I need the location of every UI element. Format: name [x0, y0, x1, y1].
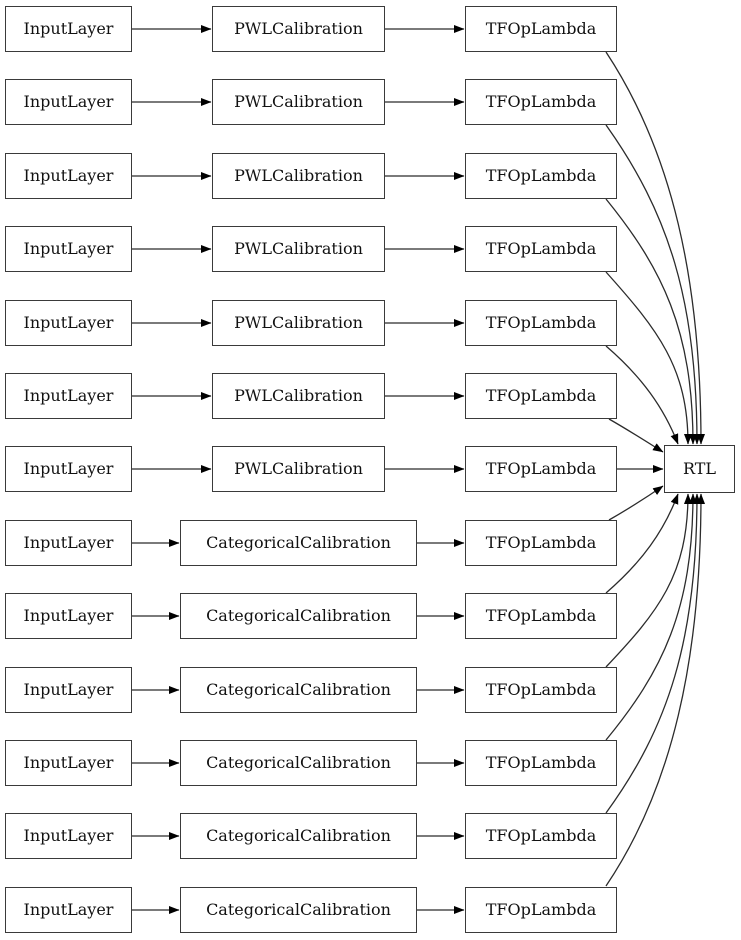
- node-input-layer-9: InputLayer: [5, 667, 132, 713]
- node-input-layer-0: InputLayer: [5, 6, 132, 52]
- node-rtl: RTL: [664, 445, 735, 493]
- node-tfop-lambda-12: TFOpLambda: [465, 887, 617, 933]
- edge-op-to-output-1: [605, 124, 701, 445]
- node-categorical-calibration-12: CategoricalCalibration: [180, 887, 417, 933]
- node-input-layer-12: InputLayer: [5, 887, 132, 933]
- edge-op-to-output-9: [605, 493, 692, 668]
- node-input-layer-3: InputLayer: [5, 226, 132, 272]
- edge-op-to-output-4: [605, 345, 679, 445]
- edge-op-to-output-2: [605, 198, 697, 445]
- node-input-layer-10: InputLayer: [5, 740, 132, 786]
- edge-op-to-output-0: [605, 51, 705, 445]
- node-pwl-calibration-6: PWLCalibration: [212, 446, 385, 492]
- node-tfop-lambda-1: TFOpLambda: [465, 79, 617, 125]
- node-pwl-calibration-1: PWLCalibration: [212, 79, 385, 125]
- node-tfop-lambda-6: TFOpLambda: [465, 446, 617, 492]
- node-tfop-lambda-2: TFOpLambda: [465, 153, 617, 199]
- node-tfop-lambda-8: TFOpLambda: [465, 593, 617, 639]
- node-input-layer-11: InputLayer: [5, 813, 132, 859]
- node-input-layer-4: InputLayer: [5, 300, 132, 346]
- node-tfop-lambda-5: TFOpLambda: [465, 373, 617, 419]
- node-input-layer-6: InputLayer: [5, 446, 132, 492]
- edge-op-to-output-7: [608, 485, 664, 521]
- node-tfop-lambda-4: TFOpLambda: [465, 300, 617, 346]
- node-input-layer-8: InputLayer: [5, 593, 132, 639]
- edge-op-to-output-12: [605, 493, 705, 887]
- node-input-layer-7: InputLayer: [5, 520, 132, 566]
- node-tfop-lambda-3: TFOpLambda: [465, 226, 617, 272]
- node-tfop-lambda-9: TFOpLambda: [465, 667, 617, 713]
- node-input-layer-2: InputLayer: [5, 153, 132, 199]
- node-input-layer-5: InputLayer: [5, 373, 132, 419]
- node-pwl-calibration-5: PWLCalibration: [212, 373, 385, 419]
- edge-op-to-output-10: [605, 493, 697, 741]
- edge-op-to-output-3: [605, 271, 692, 445]
- node-categorical-calibration-11: CategoricalCalibration: [180, 813, 417, 859]
- node-tfop-lambda-10: TFOpLambda: [465, 740, 617, 786]
- edge-op-to-output-11: [605, 493, 701, 814]
- node-input-layer-1: InputLayer: [5, 79, 132, 125]
- node-categorical-calibration-8: CategoricalCalibration: [180, 593, 417, 639]
- node-categorical-calibration-9: CategoricalCalibration: [180, 667, 417, 713]
- edge-op-to-output-5: [608, 418, 664, 453]
- node-pwl-calibration-3: PWLCalibration: [212, 226, 385, 272]
- node-pwl-calibration-4: PWLCalibration: [212, 300, 385, 346]
- node-tfop-lambda-11: TFOpLambda: [465, 813, 617, 859]
- node-categorical-calibration-7: CategoricalCalibration: [180, 520, 417, 566]
- node-pwl-calibration-0: PWLCalibration: [212, 6, 385, 52]
- node-categorical-calibration-10: CategoricalCalibration: [180, 740, 417, 786]
- node-tfop-lambda-0: TFOpLambda: [465, 6, 617, 52]
- node-pwl-calibration-2: PWLCalibration: [212, 153, 385, 199]
- edge-op-to-output-8: [605, 493, 679, 594]
- node-tfop-lambda-7: TFOpLambda: [465, 520, 617, 566]
